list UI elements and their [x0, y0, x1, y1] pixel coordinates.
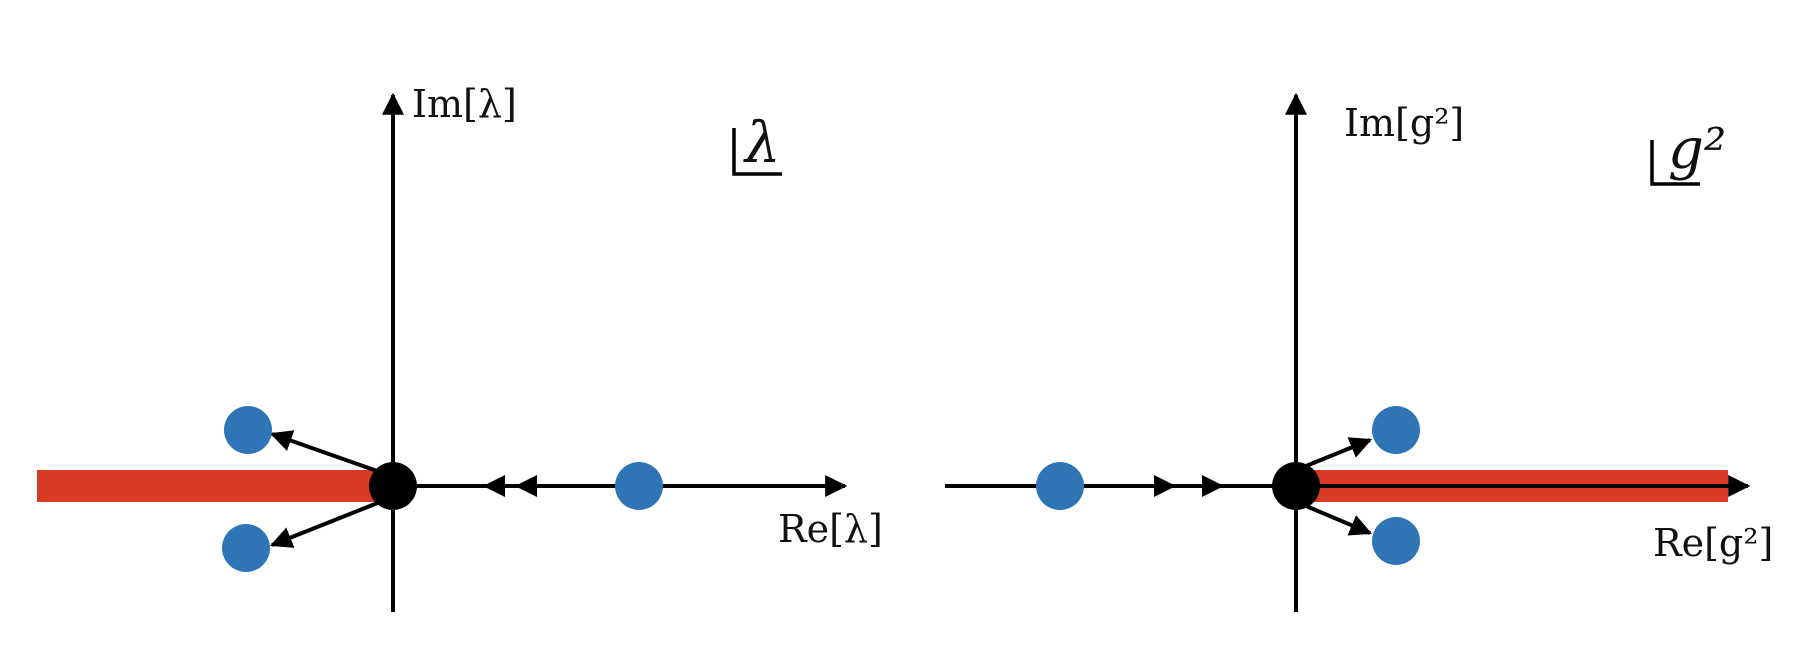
g2-flow-arrow-upper: [1305, 437, 1373, 468]
lambda-plane-symbol: λ: [743, 111, 781, 176]
lambda-plane-indicator: λ: [732, 111, 782, 176]
g2-real-axis-flow-arrow-1: [1154, 475, 1176, 497]
lambda-plane-panel: Im[λ] Re[λ] λ: [37, 82, 883, 612]
g2-point-lower: [1372, 517, 1420, 565]
g2-re-label: Re[g²]: [1653, 521, 1773, 565]
lambda-flow-arrow-upper: [269, 430, 381, 474]
lambda-branch-cut: [37, 470, 392, 502]
lambda-point-positive-real: [615, 462, 663, 510]
g2-plane-panel: Im[g²] Re[g²] g²: [945, 92, 1773, 612]
g2-point-upper: [1372, 406, 1420, 454]
lambda-point-lower: [222, 524, 270, 572]
lambda-im-label: Im[λ]: [412, 82, 517, 126]
g2-real-axis-flow-arrow-2: [1202, 475, 1224, 497]
lambda-point-upper: [224, 406, 272, 454]
lambda-real-axis-flow-arrow-1: [483, 475, 505, 497]
g2-im-label: Im[g²]: [1344, 101, 1464, 145]
lambda-re-label: Re[λ]: [778, 507, 883, 551]
g2-plane-indicator: g²: [1650, 117, 1726, 186]
g2-plane-corner: [1650, 140, 1700, 186]
lambda-real-axis-flow-arrow-2: [515, 475, 537, 497]
g2-plane-symbol: g²: [1668, 117, 1726, 182]
lambda-flow-arrow-lower: [269, 500, 381, 548]
lambda-plane-corner: [732, 128, 782, 176]
g2-flow-arrow-lower: [1305, 504, 1373, 536]
g2-origin: [1272, 462, 1320, 510]
lambda-origin: [369, 462, 417, 510]
g2-point-negative-real: [1036, 462, 1084, 510]
